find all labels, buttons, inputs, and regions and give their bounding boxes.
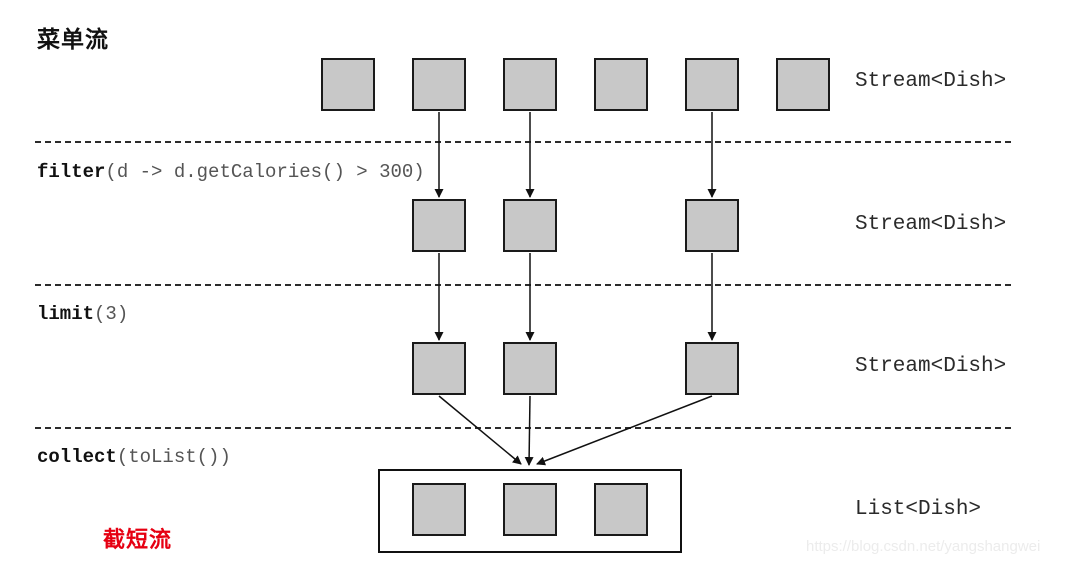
dish-box (594, 58, 648, 111)
dish-box (412, 199, 466, 252)
type-label-stream-filtered: Stream<Dish> (855, 213, 1007, 236)
page-title: 菜单流 (37, 27, 109, 53)
filter-op-args: (d -> d.getCalories() > 300) (105, 161, 425, 183)
dish-box (776, 58, 830, 111)
type-label-stream-source: Stream<Dish> (855, 70, 1007, 93)
dish-box (503, 483, 557, 536)
flow-arrow (536, 395, 713, 466)
dish-box (503, 199, 557, 252)
limit-op-args: (3) (94, 303, 129, 325)
dish-box (321, 58, 375, 111)
collect-op-label: collect(toList()) (37, 446, 231, 468)
flow-arrow (524, 395, 534, 466)
dish-box (685, 199, 739, 252)
dish-box (503, 342, 557, 395)
filter-op-name: filter (37, 161, 106, 183)
truncate-stream-annotation: 截短流 (103, 528, 173, 553)
dish-box (594, 483, 648, 536)
limit-op-label: limit(3) (37, 303, 128, 325)
collect-op-name: collect (37, 446, 117, 468)
type-label-list-collected: List<Dish> (855, 498, 982, 521)
dish-box (412, 342, 466, 395)
flow-arrow (438, 395, 522, 465)
dish-box (685, 58, 739, 111)
dish-box (412, 58, 466, 111)
dish-box (503, 58, 557, 111)
watermark-url: https://blog.csdn.net/yangshangwei (806, 538, 1041, 555)
limit-op-name: limit (37, 303, 95, 325)
filter-op-label: filter(d -> d.getCalories() > 300) (37, 161, 425, 183)
dish-box (412, 483, 466, 536)
type-label-stream-limited: Stream<Dish> (855, 355, 1007, 378)
dish-box (685, 342, 739, 395)
collect-op-args: (toList()) (116, 446, 231, 468)
